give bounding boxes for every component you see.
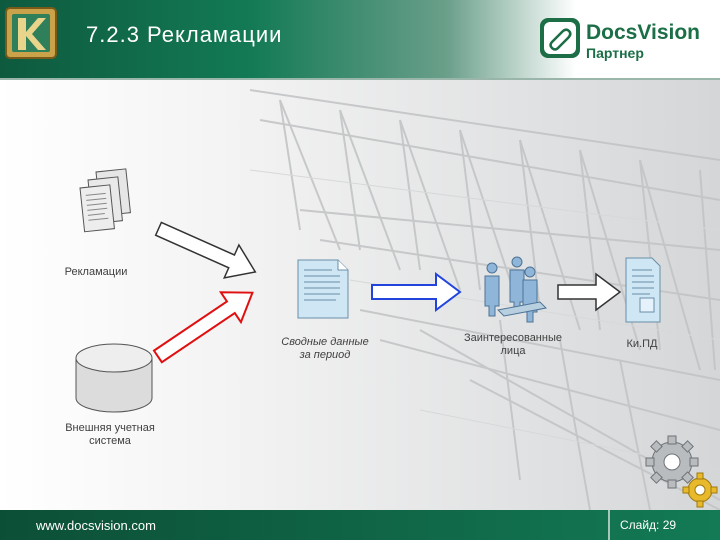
label-claims: Рекламации [56, 266, 136, 279]
company-logo-icon [4, 6, 58, 60]
docsvision-brand-logo: DocsVision Партнер [538, 14, 706, 64]
arrow-stakeholders-to-kipd [558, 274, 620, 310]
label-external-system: Внешняя учетная система [50, 422, 170, 448]
label-summary-line2: за период [262, 349, 388, 362]
arrow-external-to-summary [148, 278, 263, 372]
label-stakeholders-line1: Заинтересованные [448, 332, 578, 345]
kipd-document-icon [626, 258, 660, 322]
claims-documents-icon [80, 169, 130, 232]
label-summary-line1: Сводные данные [262, 336, 388, 349]
label-summary: Сводные данные за период [262, 336, 388, 362]
footer-website-link[interactable]: www.docsvision.com [36, 518, 156, 533]
arrow-summary-to-stakeholders [372, 274, 460, 310]
label-stakeholders: Заинтересованные лица [448, 332, 578, 358]
label-external-line1: Внешняя учетная [50, 422, 170, 435]
brand-subtitle: Партнер [586, 45, 644, 61]
gears-icon [644, 432, 720, 508]
summary-document-icon [298, 260, 348, 318]
page-title: 7.2.3 Рекламации [86, 22, 282, 48]
slide-footer: www.docsvision.com Слайд: 29 [0, 510, 720, 540]
footer-divider [608, 510, 610, 540]
arrow-claims-to-summary [151, 212, 262, 288]
label-external-line2: система [50, 435, 170, 448]
label-stakeholders-line2: лица [448, 345, 578, 358]
people-group-icon [485, 257, 546, 322]
slide-number: Слайд: 29 [620, 518, 676, 532]
label-kipd: Ки.ПД [612, 338, 672, 351]
brand-name: DocsVision [586, 21, 700, 44]
database-icon [76, 344, 152, 412]
